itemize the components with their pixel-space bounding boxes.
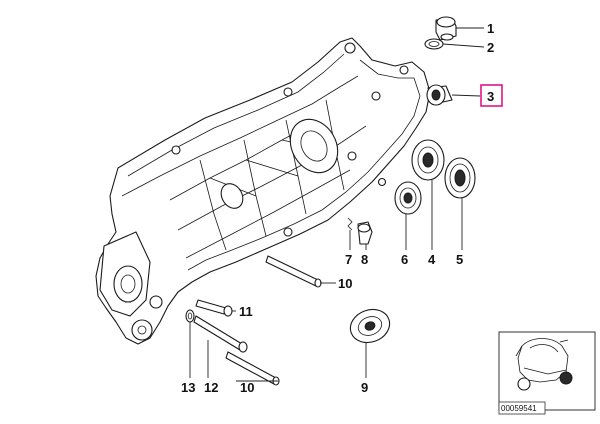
callout-3-highlight bbox=[480, 84, 503, 107]
callout-6: 6 bbox=[401, 252, 408, 267]
callout-2: 2 bbox=[487, 40, 494, 55]
housing-icon bbox=[95, 37, 431, 345]
callout-7: 7 bbox=[345, 252, 352, 267]
bolt-icon bbox=[225, 351, 280, 386]
bolt-icon bbox=[195, 299, 233, 317]
callout-9: 9 bbox=[361, 380, 368, 395]
callout-8: 8 bbox=[361, 252, 368, 267]
bearing-icon bbox=[411, 139, 445, 181]
seal-icon bbox=[444, 157, 476, 199]
washer-icon bbox=[185, 309, 195, 323]
callout-1: 1 bbox=[487, 21, 494, 36]
diagram-number: 00059541 bbox=[501, 404, 537, 413]
callout-5: 5 bbox=[456, 252, 463, 267]
callout-13: 13 bbox=[181, 380, 195, 395]
callout-10-upper: 10 bbox=[338, 276, 352, 291]
scooter-icon bbox=[515, 338, 573, 391]
bushing-icon bbox=[426, 84, 453, 106]
bolt-icon bbox=[357, 221, 373, 245]
seal-icon bbox=[349, 308, 391, 344]
spring-icon bbox=[347, 217, 353, 231]
diagram-number-box bbox=[498, 401, 546, 415]
plug-icon bbox=[435, 16, 457, 41]
washer-icon bbox=[424, 38, 444, 50]
bearing-icon bbox=[394, 181, 422, 215]
callout-12: 12 bbox=[204, 380, 218, 395]
callout-10-lower: 10 bbox=[240, 380, 254, 395]
inset-thumbnail: 00059541 bbox=[498, 331, 596, 415]
callout-11: 11 bbox=[239, 304, 253, 319]
bolt-icon bbox=[193, 315, 248, 353]
callout-4: 4 bbox=[428, 252, 436, 267]
callout-3: 3 bbox=[487, 89, 494, 104]
bolt-icon bbox=[265, 255, 322, 288]
inset-frame bbox=[498, 331, 596, 411]
leader-lines bbox=[189, 27, 485, 382]
